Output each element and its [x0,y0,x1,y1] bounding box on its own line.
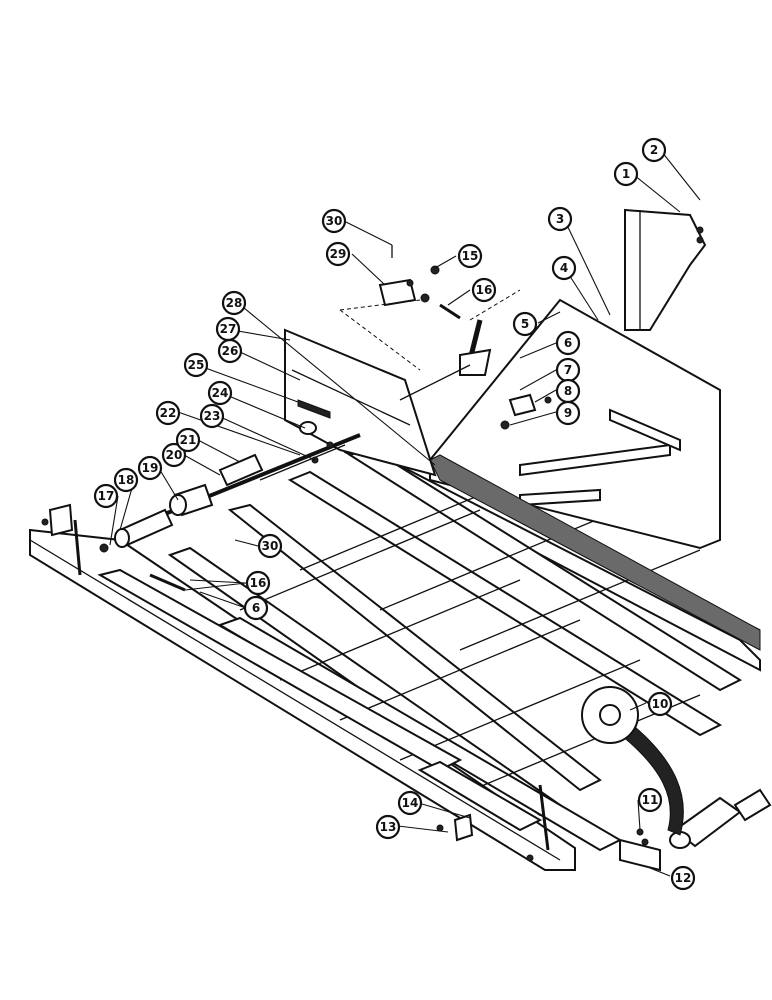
callout-16-lower-label: 16 [250,576,267,590]
callout-29-label: 29 [330,247,347,261]
callout-3: 3 [547,206,573,232]
callout-18-label: 18 [118,473,135,487]
callout-27-label: 27 [220,322,237,336]
callout-30-lower-label: 30 [262,539,279,553]
callout-6-upper: 6 [555,330,581,356]
callout-5: 5 [512,311,538,337]
callout-5-label: 5 [521,317,529,331]
callout-8: 8 [555,378,581,404]
end-brackets [41,503,661,872]
callout-16-upper-label: 16 [476,283,493,297]
lever-assembly [399,319,552,430]
callout-30-upper: 30 [321,208,347,234]
callout-14: 14 [397,790,423,816]
callout-30-lower: 30 [257,533,283,559]
callout-13-label: 13 [380,820,397,834]
callout-3-label: 3 [556,212,564,226]
callout-1: 1 [613,161,639,187]
callout-22: 22 [155,400,181,426]
callout-12: 12 [670,865,696,891]
upper-bracket-plate [284,328,437,477]
callout-8-label: 8 [564,384,572,398]
callout-24: 24 [207,380,233,406]
callout-20-label: 20 [166,448,183,462]
callout-25: 25 [183,352,209,378]
callout-27: 27 [215,316,241,342]
callout-13: 13 [375,814,401,840]
callout-11: 11 [637,787,663,813]
callout-26: 26 [217,338,243,364]
callout-18: 18 [113,467,139,493]
callout-23: 23 [199,403,225,429]
callout-4: 4 [551,255,577,281]
callout-1-label: 1 [622,167,630,181]
callout-24-label: 24 [212,386,229,400]
callout-9-label: 9 [564,406,572,420]
callout-17: 17 [93,483,119,509]
callout-16-lower: 16 [245,570,271,596]
callout-16-upper: 16 [471,277,497,303]
callout-21-label: 21 [180,433,197,447]
callout-23-label: 23 [204,409,221,423]
side-shield-panel [429,298,761,651]
callout-22-label: 22 [160,406,177,420]
shield-cover [624,208,707,331]
link-parts [339,245,521,371]
callout-7: 7 [555,357,581,383]
shaft-assembly [99,433,361,553]
callout-21: 21 [175,427,201,453]
callout-6-lower-label: 6 [252,601,260,615]
callout-6-lower: 6 [243,595,269,621]
callout-2-label: 2 [650,143,658,157]
callout-30-upper-label: 30 [326,214,343,228]
callout-2: 2 [641,137,667,163]
callout-7-label: 7 [564,363,572,377]
callout-9: 9 [555,400,581,426]
callout-17-label: 17 [98,489,115,503]
callout-19-label: 19 [142,461,159,475]
belt-detail [581,686,684,836]
callout-20: 20 [161,442,187,468]
callout-15-label: 15 [462,249,479,263]
callout-12-label: 12 [675,871,692,885]
callout-28: 28 [221,290,247,316]
callout-28-label: 28 [226,296,243,310]
callout-14-label: 14 [402,796,419,810]
callout-10-label: 10 [652,697,669,711]
callout-11-label: 11 [642,793,659,807]
callout-10: 10 [647,691,673,717]
callout-29: 29 [325,241,351,267]
callout-25-label: 25 [188,358,205,372]
callout-26-label: 26 [222,344,239,358]
callout-4-label: 4 [560,261,568,275]
callout-19: 19 [137,455,163,481]
conveyor-frame [29,438,772,871]
callout-6-upper-label: 6 [564,336,572,350]
callout-15: 15 [457,243,483,269]
leader-lines [109,151,701,877]
